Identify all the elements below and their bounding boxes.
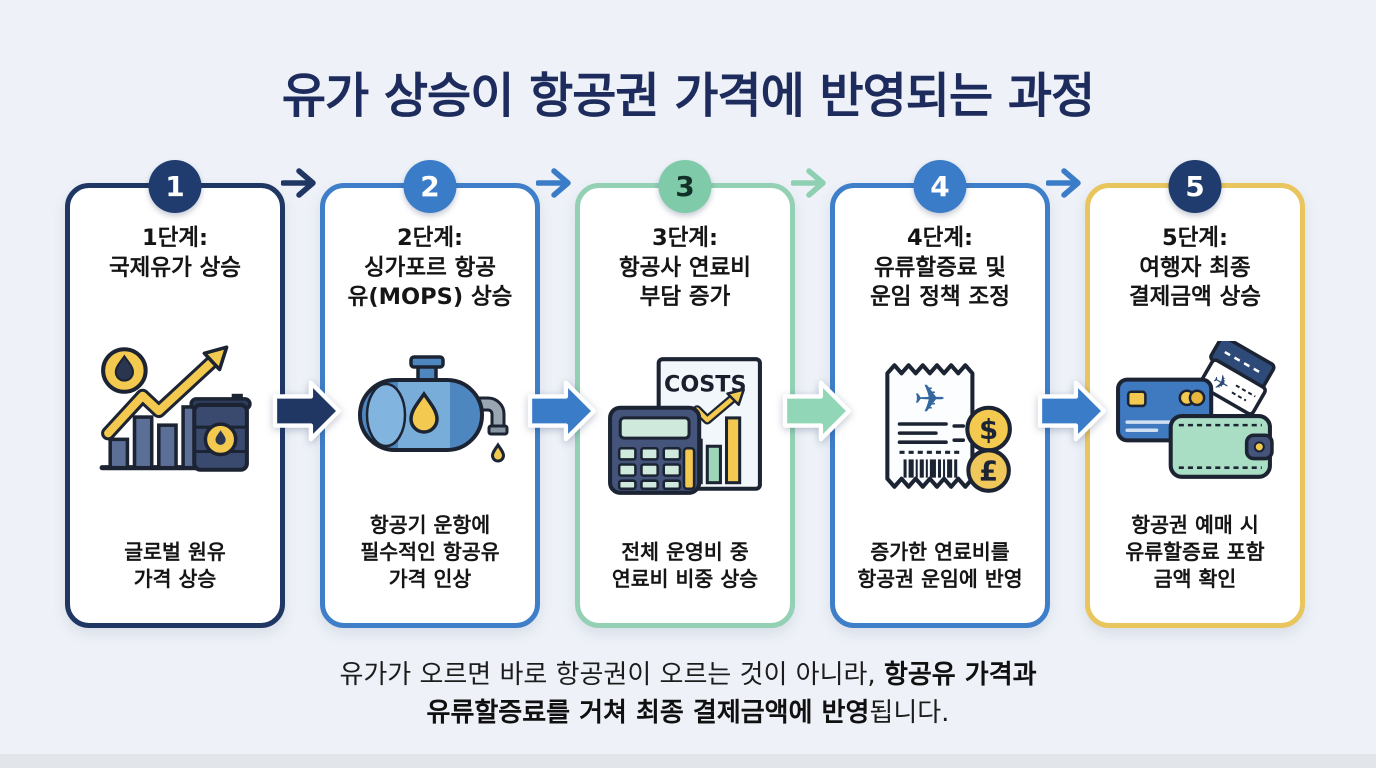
step-caption: 항공기 운항에 필수적인 항공유 가격 인상 <box>360 512 500 591</box>
step-heading: 3단계: 항공사 연료비 부담 증가 <box>618 225 752 311</box>
wallet-card-tickets-icon: ✈ <box>1090 313 1300 512</box>
footer-line-2: 유류할증료를 거쳐 최종 결제금액에 반영됩니다. <box>0 695 1376 733</box>
footer-text-normal: 유가가 오르면 바로 항공권이 오르는 것이 아니라, <box>339 660 884 690</box>
step-card-2: 2 2단계: 싱가포르 항공 유(MOPS) 상승 항공기 운항에 필수적인 항… <box>320 160 540 628</box>
bottom-edge-strip <box>0 754 1376 768</box>
footer-text-bold: 유류할증료를 거쳐 최종 결제금액에 반영 <box>426 697 870 728</box>
block-arrow-step3-to-step4 <box>782 380 852 442</box>
footer-line-1: 유가가 오르면 바로 항공권이 오르는 것이 아니라, 항공유 가격과 <box>0 657 1376 695</box>
step-heading: 4단계: 유류할증료 및 운임 정책 조정 <box>870 225 1010 311</box>
top-connector-arrow-2 <box>536 168 571 198</box>
step-number-badge: 5 <box>1168 160 1222 213</box>
page-title: 유가 상승이 항공권 가격에 반영되는 과정 <box>281 68 1095 124</box>
footer-text-bold: 항공유 가격과 <box>883 660 1037 690</box>
step-caption: 증가한 연료비를 항공권 운임에 반영 <box>857 539 1023 591</box>
step-heading: 2단계: 싱가포르 항공 유(MOPS) 상승 <box>347 225 513 311</box>
block-arrow-step2-to-step3 <box>527 380 597 442</box>
step-heading: 1단계: 국제유가 상승 <box>108 225 242 281</box>
top-connector-arrow-3 <box>791 168 826 198</box>
step-number-badge: 4 <box>913 160 967 213</box>
airplane-glyph: ✈ <box>914 377 946 422</box>
top-connector-arrow-1 <box>281 168 316 198</box>
block-arrow-step1-to-step2 <box>272 380 342 442</box>
step-heading: 5단계: 여행자 최종 결제금액 상승 <box>1128 225 1262 311</box>
costs-calculator-icon: COSTS <box>580 313 790 539</box>
step-card-1: 1 1단계: 국제유가 상승 글로벌 원유 가격 <box>65 160 285 628</box>
dollar-coin-label: $ <box>979 415 998 446</box>
step-caption: 글로벌 원유 가격 상승 <box>124 539 226 591</box>
step-number-badge: 2 <box>403 160 457 213</box>
top-connector-arrow-4 <box>1046 168 1081 198</box>
block-arrow-step4-to-step5 <box>1037 380 1107 442</box>
oil-price-chart-icon <box>70 283 280 539</box>
step-caption: 전체 운영비 중 연료비 비중 상승 <box>611 539 759 591</box>
jet-fuel-tank-icon <box>325 313 535 512</box>
step-card-5: 5 5단계: 여행자 최종 결제금액 상승 ✈ <box>1085 160 1305 628</box>
step-number-badge: 3 <box>658 160 712 213</box>
footer-summary: 유가가 오르면 바로 항공권이 오르는 것이 아니라, 항공유 가격과 유류할증… <box>0 657 1376 732</box>
pound-coin-label: £ <box>979 457 998 488</box>
step-caption: 항공권 예매 시 유류할증료 포함 금액 확인 <box>1125 512 1265 591</box>
step-number-badge: 1 <box>148 160 202 213</box>
footer-text-normal: 됩니다. <box>869 697 950 728</box>
step-card-4: 4 4단계: 유류할증료 및 운임 정책 조정 ✈ $ £ <box>830 160 1050 628</box>
fare-receipt-coins-icon: ✈ $ £ <box>835 313 1045 539</box>
step-card-3: 3 3단계: 항공사 연료비 부담 증가 COSTS <box>575 160 795 628</box>
